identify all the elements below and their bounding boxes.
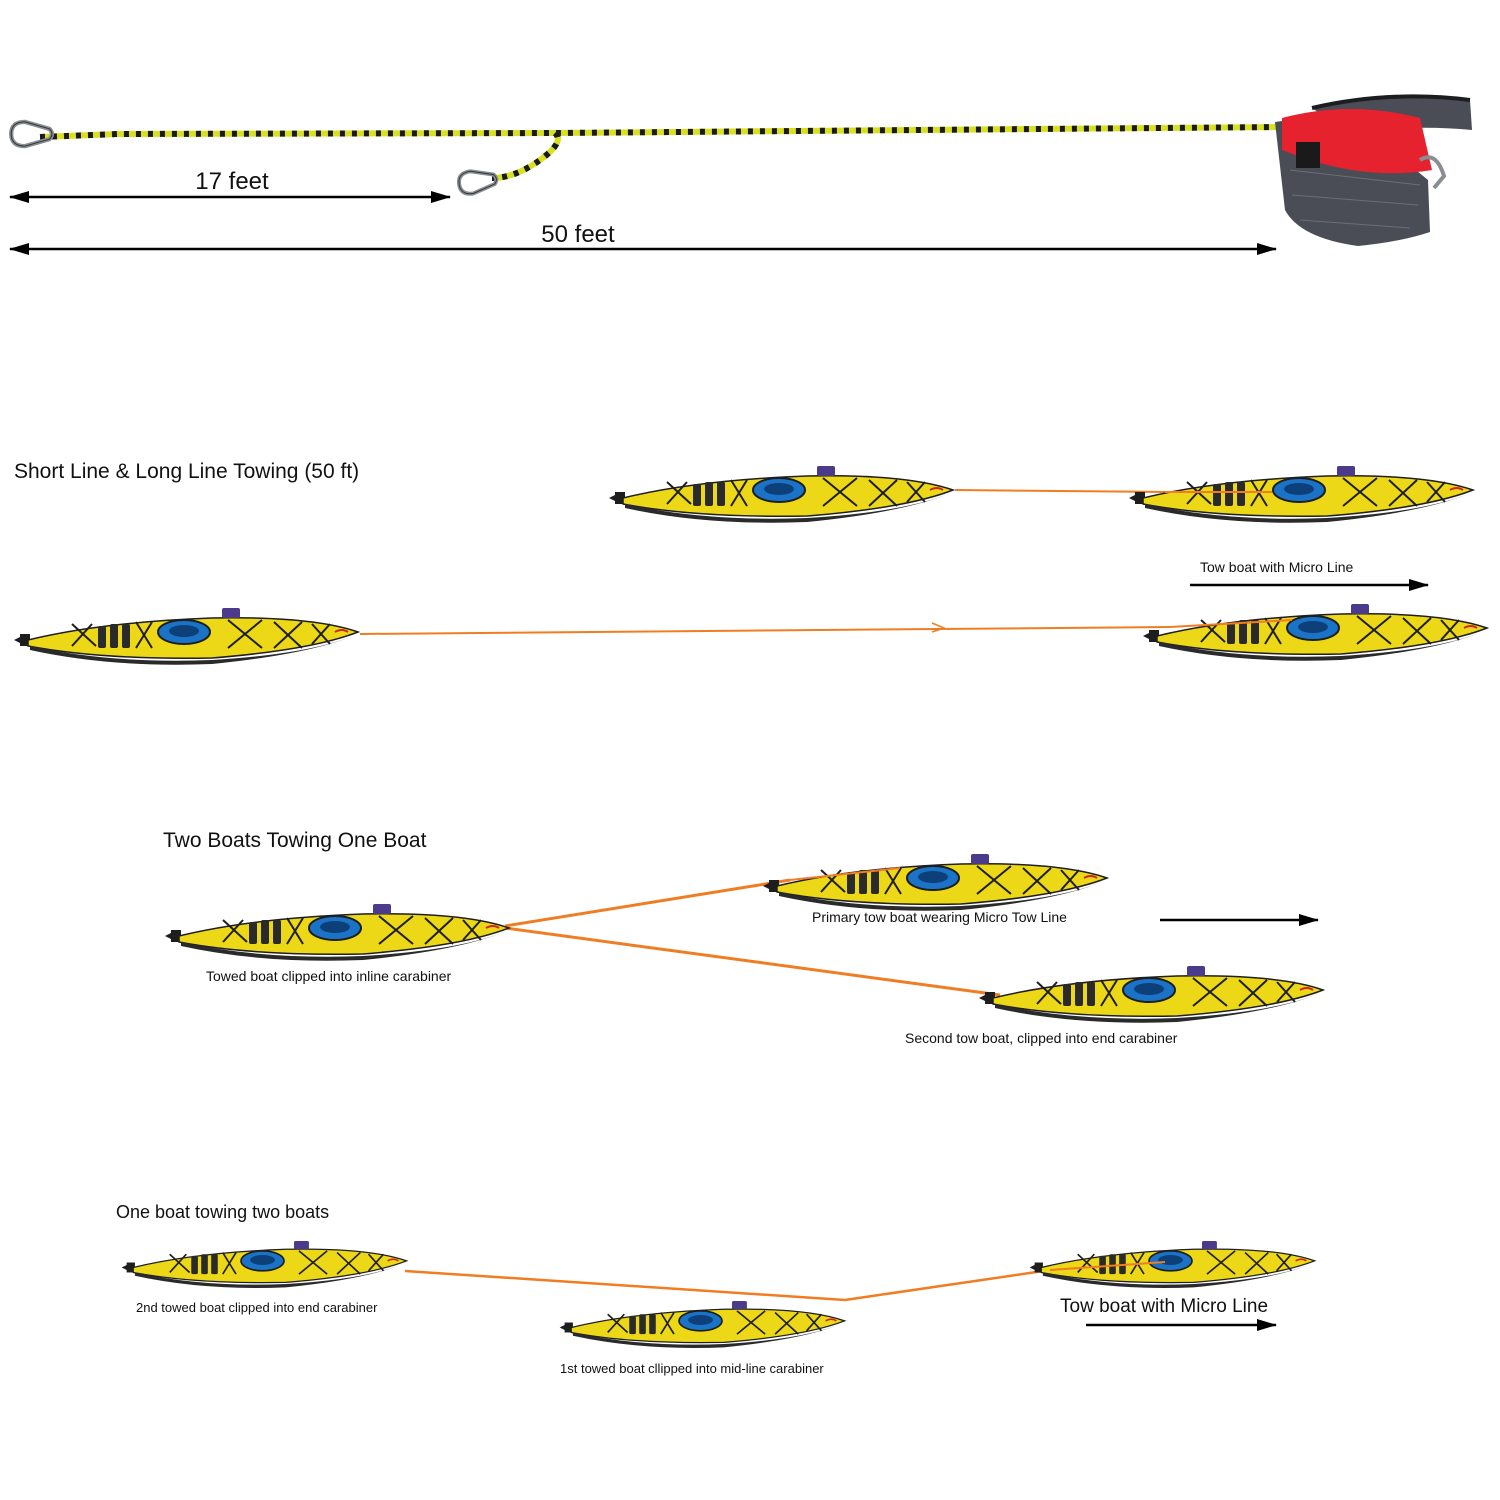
tow-kayak — [1127, 464, 1475, 524]
tow-kayak — [1141, 602, 1489, 662]
section-long-line-towing: Short Line & Long Line Towing (50 ft) To… — [12, 460, 1489, 666]
tow-kayak — [1028, 1240, 1316, 1289]
section-title: One boat towing two boats — [116, 1202, 329, 1222]
rope-loop-short-twist — [491, 130, 561, 181]
waist-belt-bag-icon — [1275, 94, 1472, 246]
tow-line-on-deck — [789, 867, 901, 881]
towed-kayak — [12, 606, 360, 666]
primary-tow-kayak — [761, 852, 1109, 912]
tow-line-product: 17 feet 50 feet — [10, 94, 1472, 255]
inline-carabiner-icon — [458, 168, 498, 195]
rope-segment-main-twist — [39, 124, 1281, 140]
tow-line-on-deck — [1049, 1261, 1166, 1271]
tow-boat-caption: Tow boat with Micro Line — [1200, 559, 1354, 575]
tow-line-on-deck — [1169, 619, 1293, 628]
tow-boat-caption: Tow boat with Micro Line — [1060, 1296, 1268, 1317]
second-towed-caption: 2nd towed boat clipped into end carabine… — [136, 1300, 378, 1315]
long-length-label: 50 feet — [541, 221, 615, 248]
section-title: Short Line & Long Line Towing (50 ft) — [14, 460, 359, 483]
section-title: Two Boats Towing One Boat — [163, 829, 427, 852]
tow-line-knot — [931, 622, 947, 633]
tow-line-mid — [844, 1268, 1051, 1302]
first-towed-caption: 1st towed boat cllipped into mid-line ca… — [560, 1361, 824, 1376]
first-towed-kayak — [558, 1300, 846, 1349]
tow-line-second — [504, 926, 1001, 997]
section-two-boats-towing-one: Two Boats Towing One Boat Towed boat cli… — [163, 829, 1325, 1046]
section-one-boat-towing-two: One boat towing two boats 2nd towed boat… — [116, 1202, 1316, 1376]
tow-line-primary — [504, 878, 791, 928]
second-towed-kayak — [120, 1240, 408, 1289]
rope-segment-main — [39, 124, 1281, 140]
second-tow-kayak — [977, 964, 1325, 1024]
tow-line — [954, 489, 1166, 493]
primary-tow-caption: Primary tow boat wearing Micro Tow Line — [812, 909, 1067, 925]
towed-boat-caption: Towed boat clipped into inline carabiner — [206, 968, 451, 984]
second-tow-caption: Second tow boat, clipped into end carabi… — [905, 1030, 1178, 1046]
tow-line-end — [404, 1269, 846, 1302]
towed-kayak — [607, 464, 955, 524]
towed-kayak — [163, 902, 511, 962]
short-length-label: 17 feet — [195, 168, 269, 195]
long-tow-line — [359, 626, 1171, 635]
